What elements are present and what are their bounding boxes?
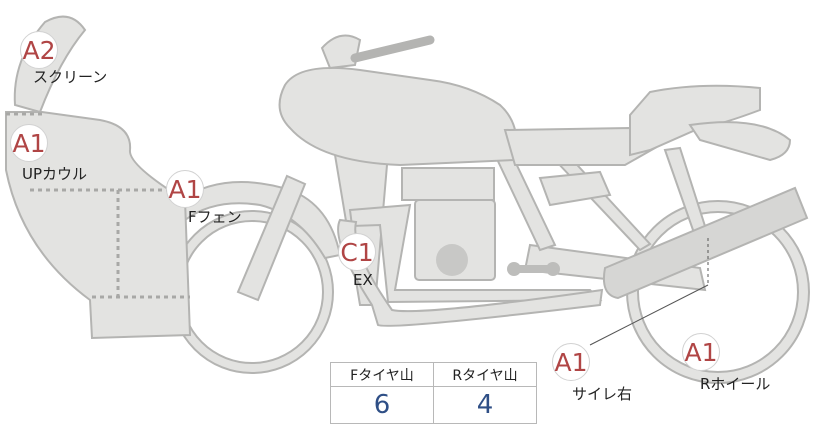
rear-wheel-grade-badge: A1 xyxy=(682,333,720,371)
exhaust-label: EX xyxy=(353,271,373,289)
silencer-shape xyxy=(602,186,809,300)
footpeg-knob-right xyxy=(546,262,560,276)
rear-wheel-label: Rホイール xyxy=(700,375,771,393)
seat-front xyxy=(503,126,657,166)
tire-tread-table: Fタイヤ山 Rタイヤ山 6 4 xyxy=(330,362,537,424)
front-fork-shape xyxy=(236,174,307,302)
upper-cowl-grade-badge: A1 xyxy=(10,124,48,162)
handlebar xyxy=(350,35,435,63)
screen-grade-badge: A2 xyxy=(20,31,58,69)
tire-tread-header-row: Fタイヤ山 Rタイヤ山 xyxy=(330,362,537,387)
engine-cover xyxy=(436,244,468,276)
front-tread-value: 6 xyxy=(330,386,434,424)
front-tread-header: Fタイヤ山 xyxy=(330,362,434,387)
exhaust-grade-badge: C1 xyxy=(338,233,376,271)
tail-cowl xyxy=(688,121,792,162)
rear-tread-header: Rタイヤ山 xyxy=(433,362,537,387)
rear-tread-value: 4 xyxy=(433,386,537,424)
silencer-grade-badge: A1 xyxy=(552,343,590,381)
side-panel xyxy=(538,170,612,207)
upper-cowl-label: UPカウル xyxy=(22,165,88,183)
front-fender-grade-badge: A1 xyxy=(166,170,204,208)
engine-block xyxy=(414,199,496,281)
front-fender-label: Fフェン xyxy=(188,208,242,226)
engine-head xyxy=(401,167,495,201)
footpeg-rod xyxy=(510,265,555,273)
screen-label: スクリーン xyxy=(33,68,108,86)
tire-tread-value-row: 6 4 xyxy=(330,386,537,424)
silencer-leader-line xyxy=(589,284,709,346)
footpeg-knob-left xyxy=(507,262,521,276)
exhaust-pipe-lower xyxy=(337,218,604,327)
mirror-shape xyxy=(320,34,362,70)
fuel-tank xyxy=(278,66,518,167)
silencer-label: サイレ右 xyxy=(572,385,633,403)
